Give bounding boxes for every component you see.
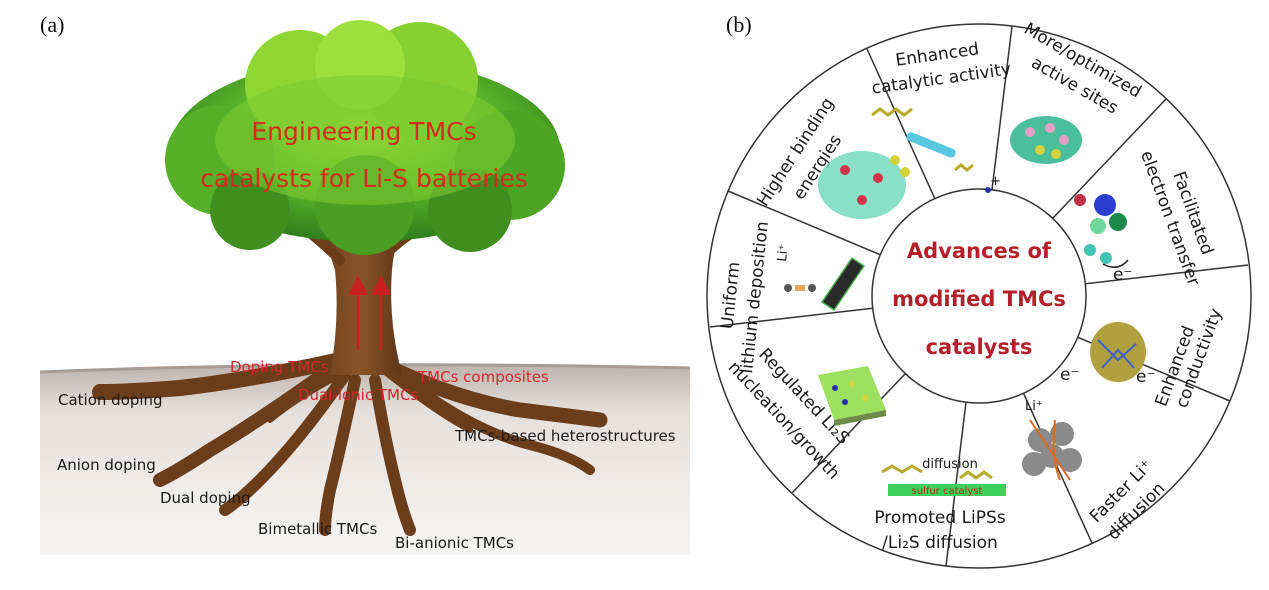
center-text-line2: modified TMCs <box>892 287 1066 311</box>
svg-text:e⁻: e⁻ <box>1113 265 1132 285</box>
binding-molecule-icon <box>818 151 910 219</box>
center-text-line1: Advances of <box>907 239 1052 263</box>
svg-text:/Li₂S diffusion: /Li₂S diffusion <box>882 533 998 553</box>
root-label-bianionic: Bi-anionic TMCs <box>395 534 514 552</box>
svg-text:Li⁺: Li⁺ <box>775 243 792 262</box>
li-diffusion-spheres-icon <box>1022 419 1082 481</box>
panel-b-label: (b) <box>726 12 752 37</box>
svg-text:e⁻: e⁻ <box>1060 365 1079 385</box>
root-label-dual: Dual doping <box>160 489 251 507</box>
wheel-diagram: Advances of modified TMCs catalysts Enha… <box>706 19 1252 569</box>
svg-text:Li⁺: Li⁺ <box>1025 399 1043 414</box>
roots <box>92 352 608 536</box>
root-label-bimetallic: Bimetallic TMCs <box>258 520 377 538</box>
svg-text:Promoted LiPSs: Promoted LiPSs <box>874 508 1005 528</box>
nucleation-substrate-icon <box>818 366 886 426</box>
branch-label-composites: TMCs composites <box>417 368 549 386</box>
lithium-electrode-icon <box>820 256 866 312</box>
tree-title-line2: catalysts for Li-S batteries <box>200 164 528 193</box>
active-sites-cluster-icon <box>1010 116 1082 164</box>
branch-label-dual-ionic: Dual-ionic TMCs <box>298 386 418 404</box>
root-label-cation: Cation doping <box>58 391 163 409</box>
electron-transfer-molecule-icon <box>1074 194 1127 264</box>
catalytic-arrow-icon <box>906 132 956 158</box>
center-text-line3: catalysts <box>926 335 1033 359</box>
catalytic-molecule-icon <box>871 107 913 117</box>
svg-text:e⁻: e⁻ <box>1136 367 1155 387</box>
svg-text:+: + <box>990 174 1001 189</box>
tree-canopy <box>165 20 565 255</box>
branch-label-doping: Doping TMCs <box>230 358 329 376</box>
svg-text:diffusion: diffusion <box>922 457 978 472</box>
root-label-heterostructures: TMCs-based heterostructures <box>454 427 676 445</box>
panel-a-label: (a) <box>40 12 65 37</box>
tree-illustration: Engineering TMCs catalysts for Li-S batt… <box>39 20 691 555</box>
wheel-center <box>871 188 1087 404</box>
segment-lips-diffusion: Promoted LiPSs /Li₂S diffusion diffusion… <box>874 457 1006 553</box>
root-label-anion: Anion doping <box>57 456 156 474</box>
conductivity-network-icon <box>1090 322 1146 382</box>
svg-text:sulfur catalyst: sulfur catalyst <box>912 486 983 497</box>
sulfur-catalyst-layer <box>888 484 1006 496</box>
tree-title-line1: Engineering TMCs <box>251 117 476 146</box>
